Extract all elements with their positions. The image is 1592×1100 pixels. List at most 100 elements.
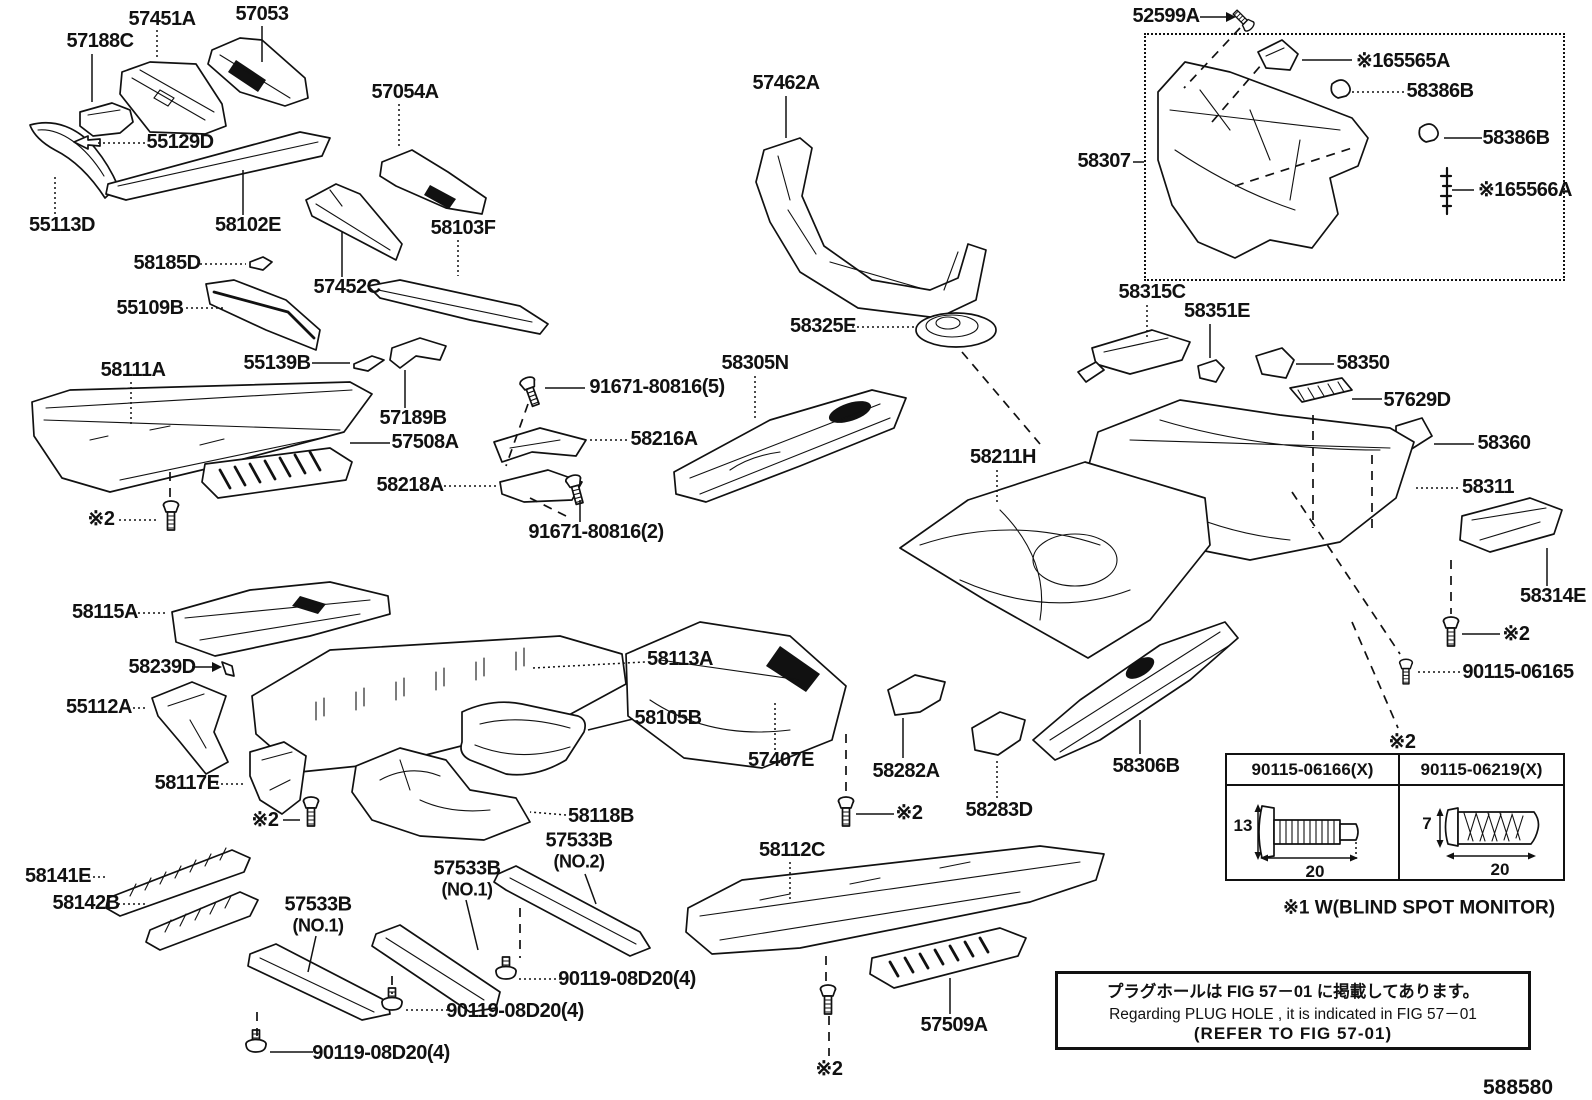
- part-label-58315C: 58315C: [1118, 281, 1186, 304]
- table-divider: [1398, 755, 1400, 879]
- part-label-65565A: ※165565A: [1356, 50, 1450, 73]
- part-label-58283D: 58283D: [965, 799, 1033, 822]
- part-label-90115-06165: 90115-06165: [1462, 661, 1574, 684]
- part-drawing-58351E: [1197, 359, 1225, 383]
- note-line-english: Regarding PLUG HOLE , it is indicated in…: [1109, 1005, 1477, 1023]
- part-drawing-57533B-no1-left: [247, 943, 391, 1021]
- part-drawing-58239D: [221, 661, 235, 677]
- part-label-58351E: 58351E: [1184, 300, 1250, 323]
- part-drawing-58315C: [1077, 329, 1191, 383]
- part-label-91671-80816-5: 91671-80816(5): [589, 376, 725, 399]
- part-drawing-58386B-upper: [1330, 79, 1351, 99]
- part-drawing-58305N: [673, 389, 907, 503]
- part-drawing-58325E: [915, 312, 997, 348]
- part-label-58102E: 58102E: [215, 214, 281, 237]
- part-label-58113A: 58113A: [647, 648, 713, 671]
- bolt-90119-right-icon: [495, 956, 517, 980]
- part-drawing-58142B: [145, 891, 259, 951]
- part-label-57508A: 57508A: [391, 431, 459, 454]
- part-label-58117E: 58117E: [154, 772, 220, 795]
- part-drawing-58306B: [1032, 621, 1239, 761]
- part-label-57452C: 57452C: [313, 276, 381, 299]
- part-label-58325E: 58325E: [790, 315, 856, 338]
- part-label-58360: 58360: [1477, 432, 1531, 455]
- part-label-57189B: 57189B: [379, 407, 447, 430]
- part-label-91671-80816-2: 91671-80816(2): [528, 521, 664, 544]
- part-drawing-58216A: [493, 427, 587, 463]
- part-label-58386B-lower: 58386B: [1482, 127, 1550, 150]
- bolt-x2-right-icon: [1442, 616, 1460, 647]
- part-label-x2-table: ※2: [1388, 731, 1416, 754]
- part-drawing-57451A: [119, 61, 227, 135]
- inset-box-58307: [1144, 33, 1565, 281]
- part-label-58350: 58350: [1336, 352, 1390, 375]
- footnote-blind-spot: ※1 W(BLIND SPOT MONITOR): [1282, 897, 1556, 919]
- bolt-x2-upper-left-icon: [162, 500, 180, 531]
- part-label-58239D: 58239D: [128, 656, 196, 679]
- part-label-55112A: 55112A: [66, 696, 132, 719]
- part-drawing-165565A: [1257, 39, 1299, 71]
- part-drawing-55109B: [205, 279, 321, 351]
- part-label-55139B: 55139B: [243, 352, 311, 375]
- part-drawing-57508A: [201, 447, 353, 499]
- part-label-x2-mid: ※2: [895, 802, 923, 825]
- part-label-57407E: 57407E: [748, 749, 814, 772]
- part-drawing-58211H: [899, 461, 1211, 659]
- part-drawing-58118B: [351, 747, 531, 841]
- part-label-57629D: 57629D: [1383, 389, 1451, 412]
- part-drawing-55139B: [353, 355, 385, 372]
- table-bolt-drawings: [1254, 804, 1540, 862]
- part-label-58105B: 58105B: [634, 707, 702, 730]
- part-drawing-165566A: [1439, 166, 1453, 216]
- part-label-58118B: 58118B: [568, 805, 634, 828]
- part-drawing-57189B: [389, 337, 447, 369]
- part-drawing-57407E: [625, 621, 847, 769]
- part-label-55129D: 55129D: [146, 131, 214, 154]
- part-drawing-55112A: [151, 681, 229, 775]
- dim-height-right: 7: [1422, 814, 1432, 833]
- part-drawing-58102E: [105, 131, 331, 201]
- part-label-58111A: 58111A: [100, 359, 166, 382]
- part-label-57509A: 57509A: [920, 1014, 988, 1037]
- part-drawing-58141E: [105, 847, 251, 917]
- part-drawing-58350: [1255, 347, 1295, 379]
- part-drawing-57452C: [305, 183, 403, 261]
- bolt-x2-bottom-icon: [819, 984, 837, 1015]
- bolt-91671-80816-5-icon: [517, 374, 544, 409]
- part-label-57462A: 57462A: [752, 72, 820, 95]
- part-label-55109B: 55109B: [116, 297, 184, 320]
- part-drawing-58117E: [249, 741, 307, 815]
- part-label-58185D: 58185D: [133, 252, 201, 275]
- part-label-57451A: 57451A: [128, 8, 196, 31]
- part-label-55113D: 55113D: [29, 214, 95, 237]
- part-label-x2-upper-left: ※2: [87, 508, 115, 531]
- dim-length-left: 20: [1305, 862, 1325, 881]
- dim-height-left: 13: [1233, 816, 1253, 835]
- part-label-58314E: 58314E: [1520, 585, 1586, 608]
- part-label-57533B-no1-mid: 57533B(NO.1): [433, 857, 501, 900]
- bolt-size-table: 90115-06166(X) 90115-06219(X): [1225, 753, 1565, 881]
- part-label-58112C: 58112C: [759, 839, 825, 862]
- part-drawing-57533B-no1-mid: [371, 924, 501, 1013]
- part-drawing-57533B-no2: [493, 865, 651, 957]
- part-label-57054A: 57054A: [371, 81, 439, 104]
- figure-code: 588580: [1482, 1076, 1554, 1099]
- part-label-57533B-no2: 57533B(NO.2): [545, 829, 613, 872]
- part-drawing-58282A: [887, 674, 946, 716]
- table-header-left: 90115-06166(X): [1227, 755, 1398, 786]
- part-label-58282A: 58282A: [872, 760, 940, 783]
- part-label-58305N: 58305N: [721, 352, 789, 375]
- part-drawing-58307: [1157, 61, 1369, 259]
- part-drawing-57053: [207, 37, 309, 107]
- bolt-90119-left-icon: [245, 1029, 267, 1053]
- part-label-58218A: 58218A: [376, 474, 444, 497]
- part-label-58307: 58307: [1077, 150, 1131, 173]
- part-drawing-57188C: [79, 102, 134, 137]
- note-line-japanese: プラグホールは FIG 57－01 に掲載してあります。: [1106, 982, 1480, 1001]
- part-drawing-58314E: [1459, 497, 1563, 553]
- part-drawing-58112C: [685, 845, 1105, 955]
- part-label-57053: 57053: [235, 3, 289, 26]
- part-drawing-58115A: [171, 581, 391, 657]
- part-label-x2-bottom: ※2: [815, 1058, 843, 1081]
